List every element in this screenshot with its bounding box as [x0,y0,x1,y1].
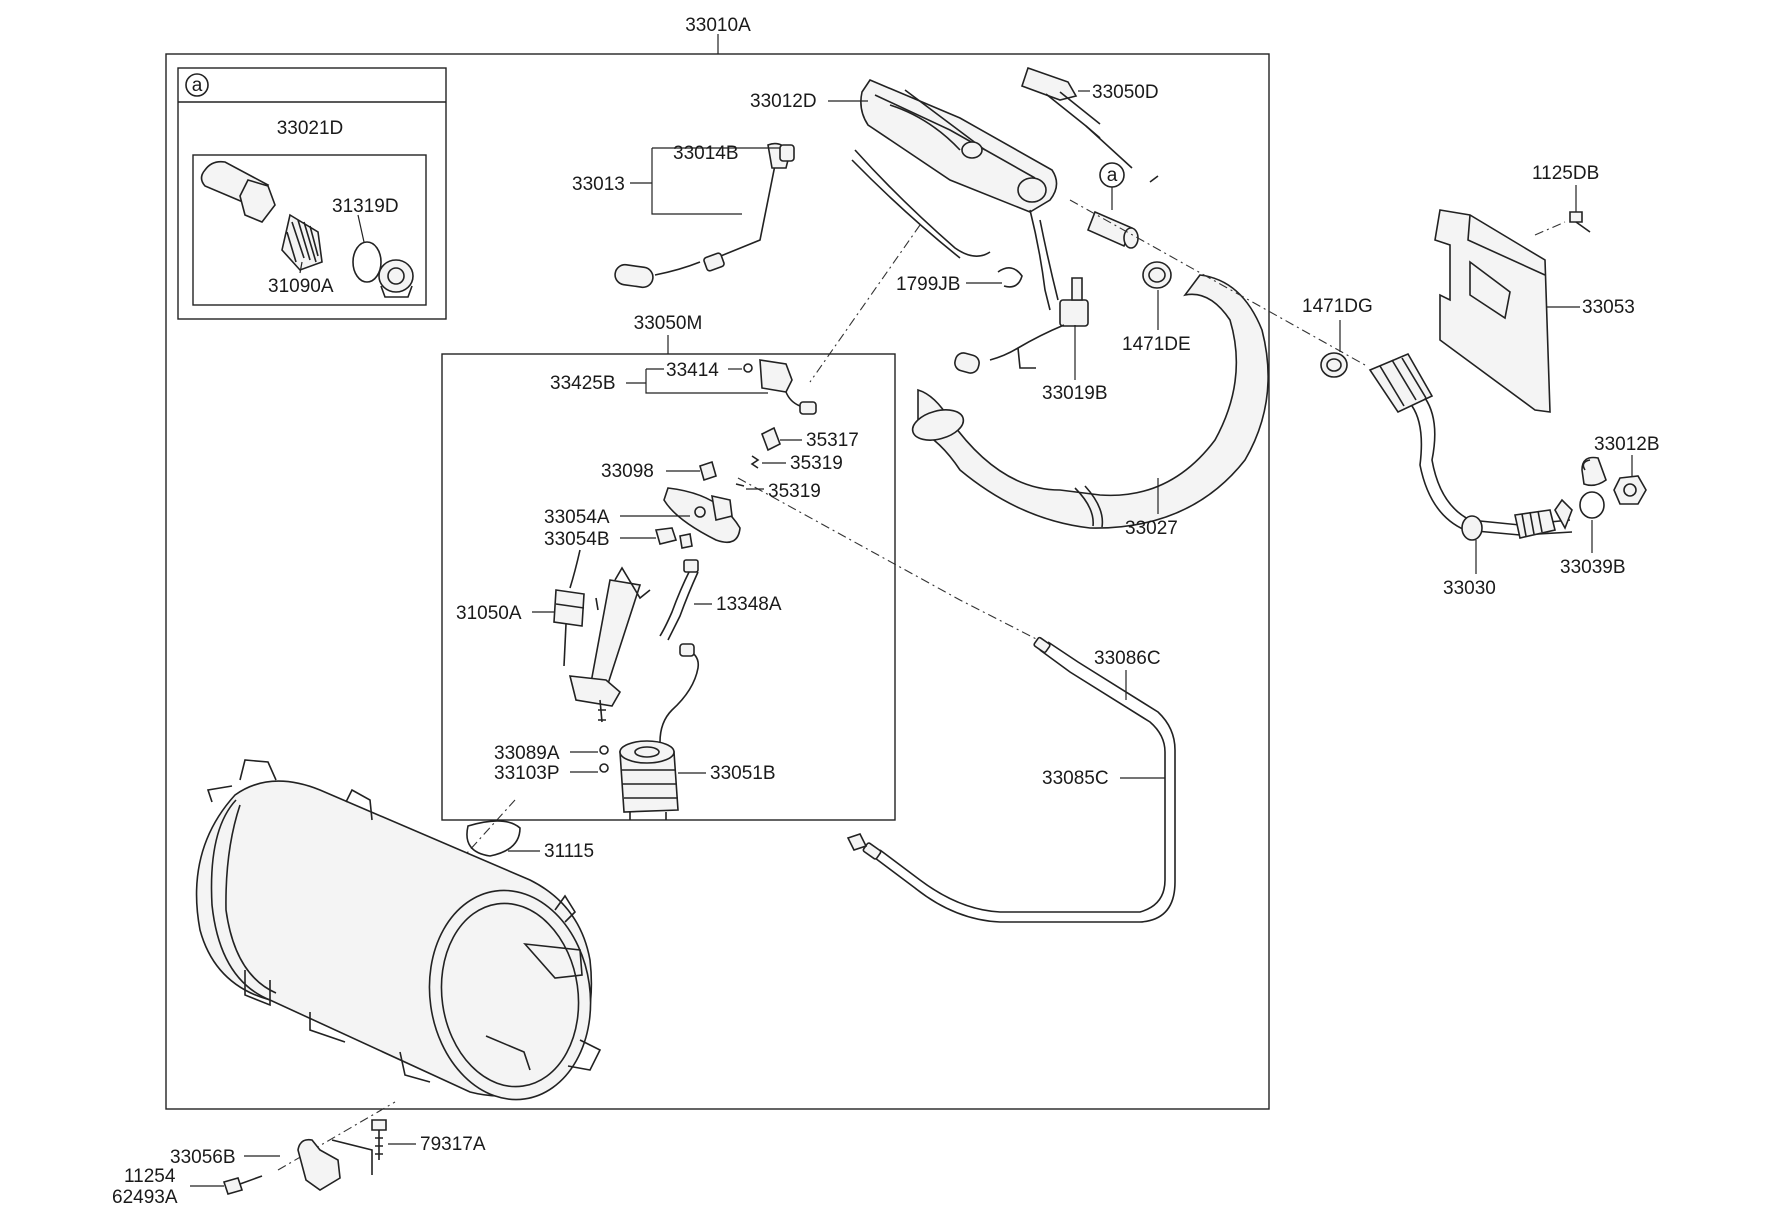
part-label-33012D[interactable]: 33012D [750,91,817,112]
filler-nut-33012B[interactable] [1613,475,1647,505]
callout-a-letter: a [1107,165,1118,186]
fuel-tank-top-cover[interactable] [851,79,1058,259]
bracket-33013 [630,148,742,215]
part-label-33039B[interactable]: 33039B [1560,557,1626,578]
washer-33089A[interactable] [599,745,609,755]
hose-clamp-1471DE[interactable] [1142,261,1172,289]
part-label-33086C[interactable]: 33086C [1094,648,1161,669]
pump-wire-harness[interactable] [659,643,700,743]
part-label-33012B[interactable]: 33012B [1594,434,1660,455]
fuel-pump-motor[interactable] [619,740,679,820]
fuel-heat-shield[interactable] [1434,209,1551,413]
hose-clamp-1471DE-inner [1148,267,1166,283]
pump-bracket-frame[interactable] [568,566,651,723]
dash-line-bracket-to-tank [277,1101,396,1171]
fuel-feed-line[interactable] [846,636,1176,923]
pump-module-connector[interactable] [759,359,817,415]
part-label-1471DE[interactable]: 1471DE [1122,334,1191,355]
part-label-33414[interactable]: 33414 [666,360,719,381]
pump-flange-plate[interactable] [663,487,741,544]
part-label-1125DB[interactable]: 1125DB [1532,163,1599,184]
part-label-33019B[interactable]: 33019B [1042,383,1108,404]
fuel-filter-31050A[interactable] [553,549,585,667]
leader-31319D [357,214,365,243]
part-label-35319-b[interactable]: 35319 [768,481,821,502]
fuel-tank[interactable] [195,759,604,1110]
pump-fitting-33054B[interactable] [654,527,693,549]
part-label-33050D[interactable]: 33050D [1092,82,1159,103]
tank-mounting-bracket[interactable] [297,1138,373,1191]
bracket-33425B [626,368,768,394]
part-label-33054B[interactable]: 33054B [544,529,610,550]
part-label-35319-a[interactable]: 35319 [790,453,843,474]
filter-o-ring[interactable] [352,241,382,283]
retaining-clip[interactable] [997,267,1023,288]
part-label-13348A[interactable]: 13348A [716,594,782,615]
bolt-11254[interactable] [222,1175,263,1195]
part-label-33056B[interactable]: 33056B [170,1147,236,1168]
dash-1125DB [1534,221,1566,236]
inline-fuel-filter[interactable] [1086,210,1139,249]
part-label-33021D[interactable]: 33021D [277,118,344,139]
part-label-31115[interactable]: 31115 [544,841,594,862]
part-label-33425B[interactable]: 33425B [550,373,616,394]
part-label-33014B[interactable]: 33014B [673,143,739,164]
fuel-filler-hose[interactable] [909,274,1269,529]
part-label-62493A[interactable]: 62493A [112,1187,178,1208]
hose-clamp-1471DG[interactable] [1320,352,1348,378]
inset-a-frame [177,67,447,320]
inset-a-callout-letter: a [192,75,203,96]
part-label-35317[interactable]: 35317 [806,430,859,451]
inset-a-inner-frame [192,154,427,306]
spring-35319-a[interactable] [750,455,760,469]
dash-line-cover-to-pump [809,224,921,383]
part-label-33010A[interactable]: 33010A [685,15,751,36]
part-label-1471DG[interactable]: 1471DG [1302,296,1373,317]
part-label-33050M[interactable]: 33050M [634,313,703,334]
part-33414-ring[interactable] [743,363,753,373]
washer-33103P[interactable] [599,763,609,773]
fuel-filler-neck[interactable] [1368,352,1573,541]
part-label-33054A[interactable]: 33054A [544,507,610,528]
part-label-33051B[interactable]: 33051B [710,763,776,784]
inset-a-callout-circle [185,73,209,97]
small-pin[interactable] [595,597,599,611]
bolt-79317A[interactable] [371,1119,387,1160]
tank-gasket[interactable] [466,820,521,857]
part-label-33085C[interactable]: 33085C [1042,768,1109,789]
leader-31090A [299,261,303,274]
fuel-filler-cap[interactable] [1581,456,1607,487]
filter-end-cap[interactable] [378,259,414,298]
part-label-33013[interactable]: 33013 [572,174,625,195]
shield-bolt-1125DB[interactable] [1569,211,1591,233]
filler-gasket[interactable] [1579,491,1605,519]
fuel-filter-element[interactable] [281,213,323,271]
return-tube-13348A[interactable] [659,559,699,641]
fuel-level-sender[interactable] [614,142,795,289]
dash-line-pump-to-lines [737,477,1049,646]
part-label-11254[interactable]: 11254 [124,1166,176,1187]
pump-valve-35317[interactable] [760,426,782,452]
part-label-31050A[interactable]: 31050A [456,603,522,624]
part-label-31319D[interactable]: 31319D [332,196,399,217]
part-label-33027[interactable]: 33027 [1125,518,1178,539]
part-label-33089A[interactable]: 33089A [494,743,560,764]
part-label-33098[interactable]: 33098 [601,461,654,482]
pump-clip-33098[interactable] [699,460,717,482]
part-label-31090A[interactable]: 31090A [268,276,334,297]
part-label-79317A[interactable]: 79317A [420,1134,486,1155]
part-label-33103P[interactable]: 33103P [494,763,560,784]
part-label-33053[interactable]: 33053 [1582,297,1635,318]
part-label-33030[interactable]: 33030 [1443,578,1496,599]
fuel-filler-pipe-bracket[interactable] [1020,66,1159,183]
part-label-1799JB[interactable]: 1799JB [896,274,960,295]
fuel-filter-housing[interactable] [200,160,276,223]
spring-35319-b[interactable] [735,483,745,487]
vent-valve-assembly[interactable] [953,209,1089,375]
